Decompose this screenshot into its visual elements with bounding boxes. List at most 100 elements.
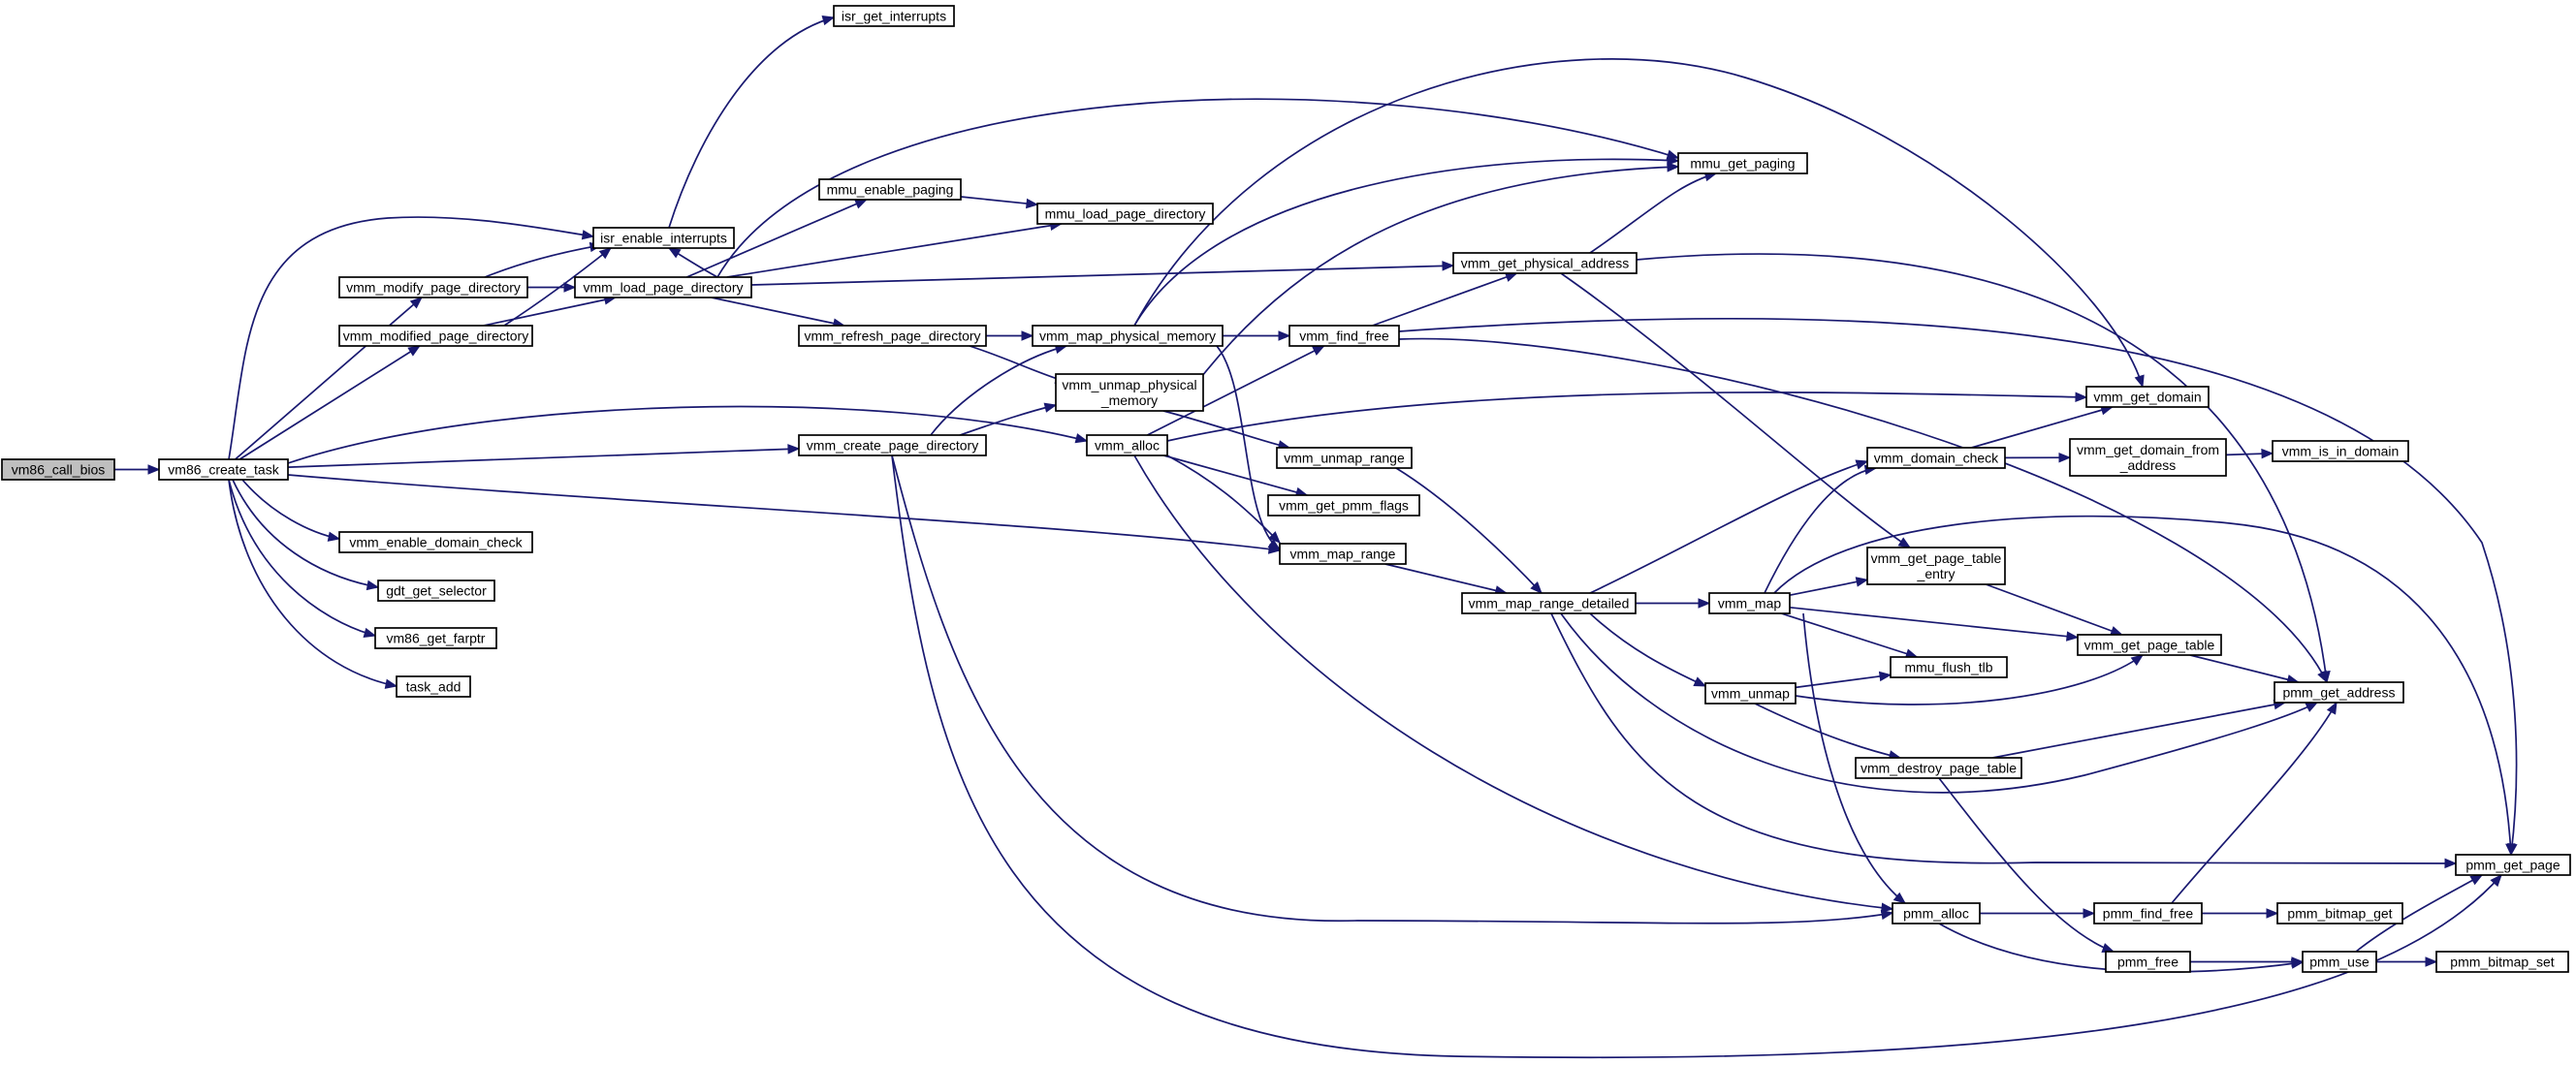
node-label: isr_get_interrupts	[842, 9, 946, 24]
node-vmm-load-page-directory[interactable]: vmm_load_page_directory	[574, 276, 752, 298]
node-box	[1704, 682, 1797, 705]
node-pmm-use[interactable]: pmm_use	[2302, 951, 2377, 973]
arrow-head-icon	[821, 15, 836, 26]
node-mmu-get-paging[interactable]: mmu_get_paging	[1677, 152, 1808, 174]
node-vmm-modified-page-directory[interactable]: vmm_modified_page_directory	[338, 325, 533, 347]
node-box	[1055, 373, 1204, 412]
arrow-head-icon	[327, 531, 341, 542]
node-pmm-free[interactable]: pmm_free	[2105, 951, 2191, 973]
node-task-add[interactable]: task_add	[396, 675, 471, 698]
node-isr-get-interrupts[interactable]: isr_get_interrupts	[833, 5, 955, 27]
node-vmm-map[interactable]: vmm_map	[1708, 592, 1791, 614]
node-vmm-map-range[interactable]: vmm_map_range	[1279, 543, 1407, 565]
arrow-head-icon	[147, 464, 161, 475]
arrow-head-icon	[1278, 330, 1291, 341]
node-label: pmm_bitmap_set	[2450, 955, 2554, 970]
node-mmu-enable-paging[interactable]: mmu_enable_paging	[818, 178, 962, 201]
call-edge-vmm_create_page_directory-to-vmm_unmap_physical_memory	[959, 402, 1058, 436]
node-box	[1279, 543, 1407, 565]
node-mmu-load-page-directory[interactable]: mmu_load_page_directory	[1036, 203, 1214, 225]
call-edge-vmm_modify_page_directory-to-isr_enable_interrupts	[484, 241, 603, 278]
arrow-head-icon	[1698, 598, 1711, 609]
call-edge-vmm_map-to-vmm_domain_check	[1764, 464, 1878, 594]
arrow-head-icon	[1667, 155, 1680, 166]
node-vmm-destroy-page-table[interactable]: vmm_destroy_page_table	[1855, 757, 2022, 779]
arrow-head-icon	[2066, 631, 2080, 642]
node-label: vmm_get_physical_address	[1461, 256, 1630, 271]
node-vm86-create-task[interactable]: vm86_create_task	[158, 458, 289, 481]
node-pmm-find-free[interactable]: pmm_find_free	[2093, 902, 2203, 924]
node-vmm-find-free[interactable]: vmm_find_free	[1288, 325, 1400, 347]
node-label: vmm_modified_page_directory	[343, 329, 528, 344]
node-layer: vm86_call_bios vm86_create_task isr_get_in…	[1, 5, 2571, 973]
node-vmm-get-domain[interactable]: vmm_get_domain	[2085, 386, 2210, 408]
node-pmm-get-address[interactable]: pmm_get_address	[2274, 681, 2404, 704]
arrow-head-icon	[2058, 452, 2072, 463]
node-label: vmm_enable_domain_check	[349, 535, 523, 550]
node-vmm-create-page-directory[interactable]: vmm_create_page_directory	[798, 434, 987, 456]
call-edge-vmm_create_page_directory-to-pmm_get_page	[891, 454, 2502, 1059]
call-edge-vmm_unmap-to-vmm_get_page_table	[1795, 654, 2145, 705]
call-edge-vm86_create_task-to-gdt_get_selector	[232, 479, 380, 591]
node-vmm-unmap-range[interactable]: vmm_unmap_range	[1276, 447, 1413, 469]
call-edge-vmm_map_range_detailed-to-vmm_domain_check	[1589, 459, 1869, 594]
call-edge-vmm_load_page_directory-to-vmm_refresh_page_directory	[711, 297, 846, 329]
node-box	[2105, 951, 2191, 973]
node-box	[2435, 951, 2569, 973]
node-box	[2302, 951, 2377, 973]
node-vmm-domain-check[interactable]: vmm_domain_check	[1866, 447, 2006, 469]
call-edge-vmm_map-to-vmm_get_page_table_entry	[1789, 577, 1869, 597]
node-label: isr_enable_interrupts	[600, 231, 727, 246]
node-vm86-get-farptr[interactable]: vm86_get_farptr	[374, 627, 497, 649]
node-vmm-is-in-domain[interactable]: vmm_is_in_domain	[2272, 440, 2409, 462]
node-box	[1890, 656, 2008, 678]
call-edge-vmm_alloc-to-pmm_alloc	[1133, 454, 1894, 913]
node-vmm-get-page-table[interactable]: vmm_get_page_table	[2077, 634, 2222, 656]
node-vmm-get-page-table-entry[interactable]: vmm_get_page_table_entry	[1866, 547, 2006, 585]
node-label: vm86_get_farptr	[387, 631, 486, 646]
node-vmm-map-range-detailed[interactable]: vmm_map_range_detailed	[1461, 592, 1637, 614]
node-box	[158, 458, 289, 481]
call-edge-vmm_map-to-vmm_get_page_table	[1789, 606, 2080, 642]
call-edge-pmm_free-to-pmm_use	[2190, 956, 2305, 967]
node-vmm-enable-domain-check[interactable]: vmm_enable_domain_check	[338, 531, 533, 553]
node-vm86-call-bios[interactable]: vm86_call_bios	[1, 458, 115, 481]
node-pmm-bitmap-set[interactable]: pmm_bitmap_set	[2435, 951, 2569, 973]
node-vmm-map-physical-memory[interactable]: vmm_map_physical_memory	[1032, 325, 1224, 347]
call-edge-vm86_create_task-to-isr_enable_interrupts	[228, 216, 595, 460]
node-box	[1276, 447, 1413, 469]
node-pmm-get-page[interactable]: pmm_get_page	[2455, 854, 2571, 876]
call-edge-pmm_find_free-to-pmm_bitmap_get	[2202, 908, 2279, 919]
node-vmm-alloc[interactable]: vmm_alloc	[1086, 434, 1168, 456]
node-box	[338, 276, 528, 298]
node-gdt-get-selector[interactable]: gdt_get_selector	[377, 579, 495, 602]
node-label: vmm_unmap	[1711, 686, 1790, 702]
node-pmm-alloc[interactable]: pmm_alloc	[1892, 902, 1981, 924]
node-label: vmm_is_in_domain	[2282, 444, 2400, 459]
call-edge-vm86_call_bios-to-vm86_create_task	[114, 464, 161, 475]
node-pmm-bitmap-get[interactable]: pmm_bitmap_get	[2276, 902, 2403, 924]
node-mmu-flush-tlb[interactable]: mmu_flush_tlb	[1890, 656, 2008, 678]
node-box	[338, 325, 533, 347]
node-vmm-refresh-page-directory[interactable]: vmm_refresh_page_directory	[798, 325, 987, 347]
node-vmm-unmap[interactable]: vmm_unmap	[1704, 682, 1797, 705]
node-label: _address	[2119, 457, 2177, 473]
call-edge-vmm_find_free-to-vmm_get_physical_address	[1372, 271, 1518, 327]
arrow-head-icon	[2266, 908, 2279, 919]
node-vmm-unmap-physical-memory[interactable]: vmm_unmap_physical_memory	[1055, 373, 1204, 412]
node-vmm-get-physical-address[interactable]: vmm_get_physical_address	[1452, 252, 1638, 274]
node-vmm-modify-page-directory[interactable]: vmm_modify_page_directory	[338, 276, 528, 298]
node-isr-enable-interrupts[interactable]: isr_enable_interrupts	[592, 227, 735, 249]
node-vmm-get-pmm-flags[interactable]: vmm_get_pmm_flags	[1267, 494, 1420, 517]
node-label: vm86_call_bios	[12, 462, 106, 478]
call-edge-vm86_create_task-to-task_add	[228, 479, 398, 689]
call-edge-vmm_get_page_table-to-pmm_get_address	[2189, 654, 2300, 685]
call-edge-vmm_modify_page_directory-to-vmm_load_page_directory	[527, 282, 577, 293]
call-edge-vmm_domain_check-to-vmm_get_domain_from_address	[2004, 452, 2072, 463]
arrow-head-icon	[581, 230, 595, 240]
node-box	[2077, 634, 2222, 656]
call-edge-vmm_map-to-mmu_flush_tlb	[1780, 612, 1919, 659]
arrow-head-icon	[366, 579, 380, 591]
node-vmm-get-domain-from-address[interactable]: vmm_get_domain_from_address	[2069, 438, 2227, 477]
